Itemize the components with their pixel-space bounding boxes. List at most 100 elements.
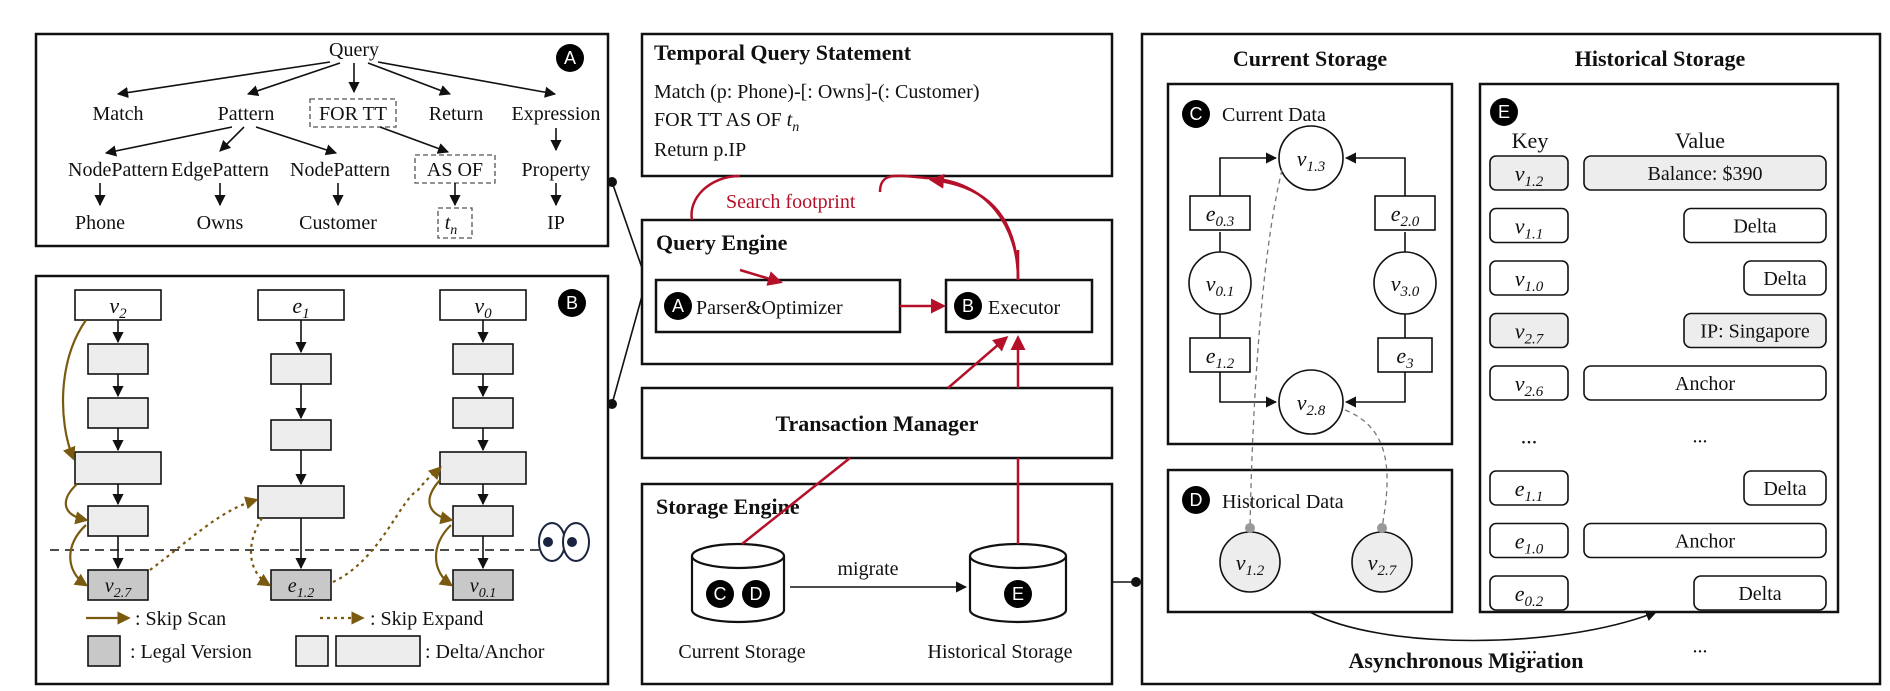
storage-engine: Storage Engine C D Current Storage E His… xyxy=(640,482,1114,686)
transaction-manager-title: Transaction Manager xyxy=(775,411,978,436)
col1-version xyxy=(87,505,149,537)
tree-tn: tn xyxy=(445,212,458,238)
tn-highlight xyxy=(437,207,473,239)
pointer-dot xyxy=(1245,523,1255,533)
table-value-label: ... xyxy=(1693,426,1708,448)
query-engine-title: Query Engine xyxy=(656,230,788,255)
col2-version xyxy=(270,419,332,451)
statement-line-return: Return p.IP xyxy=(654,139,746,161)
historical-badge-e xyxy=(1004,580,1032,608)
tree-pattern: Pattern xyxy=(218,103,275,125)
table-value-label: Anchor xyxy=(1675,373,1735,395)
panel-b-badge xyxy=(558,289,586,317)
pointer-v28-to-v27 xyxy=(1344,409,1388,529)
historical-data-badge xyxy=(1182,486,1210,514)
right-storage-panel: Current Storage Historical Storage C Cur… xyxy=(1140,32,1882,686)
current-badge-d xyxy=(742,580,770,608)
executor-badge-label: B xyxy=(962,296,974,316)
search-footprint-curve xyxy=(690,174,741,221)
current-storage-to-txn-line xyxy=(741,457,851,545)
table-key-label: ... xyxy=(1521,424,1538,449)
edge-e12-label: e1.2 xyxy=(1206,343,1235,372)
col1-version xyxy=(87,343,149,375)
legend-anchor-swatch xyxy=(335,635,421,667)
col3-legal-version xyxy=(452,569,514,601)
historical-table-badge-label: E xyxy=(1498,102,1510,122)
table-key-cell xyxy=(1489,575,1569,611)
table-key-label: v2.7 xyxy=(1515,319,1545,348)
table-key-cell xyxy=(1489,260,1569,296)
col2-legal-version xyxy=(270,569,332,601)
legend-skip-expand: : Skip Expand xyxy=(370,608,483,630)
table-value-label: Delta xyxy=(1763,478,1806,500)
table-value-cell xyxy=(1683,312,1827,349)
col1-legal-version xyxy=(87,569,149,601)
tree-match: Match xyxy=(92,103,143,125)
execution-flow xyxy=(690,173,1026,545)
node-v01 xyxy=(1188,251,1252,315)
async-migration-arrow xyxy=(1309,610,1658,642)
tree-return: Return xyxy=(429,103,483,125)
tree-ip: IP xyxy=(547,212,565,234)
col1-head-label: v2 xyxy=(109,293,127,322)
table-value-label: Anchor xyxy=(1675,531,1735,553)
col3-version xyxy=(452,397,514,429)
edge-e3-label: e3 xyxy=(1396,343,1413,372)
table-key-label: v2.6 xyxy=(1515,371,1544,400)
tree-node-pattern-1: NodePattern xyxy=(68,159,168,181)
table-value-cell xyxy=(1583,522,1827,559)
table-key-label: ... xyxy=(1521,634,1538,659)
table-value-label: Delta xyxy=(1733,216,1776,238)
historical-data-frame xyxy=(1166,468,1454,614)
current-badge-d-label: D xyxy=(750,584,763,604)
col3-anchor xyxy=(439,451,527,485)
search-footprint-label: Search footprint xyxy=(726,191,856,213)
historical-data-badge-label: D xyxy=(1190,490,1203,510)
skip-scan-arrow xyxy=(435,524,454,587)
node-v30-label: v3.0 xyxy=(1391,271,1420,300)
table-value-label: Delta xyxy=(1738,583,1781,605)
footprint-to-parser-arrow xyxy=(739,268,783,286)
hist-node-v27-label: v2.7 xyxy=(1368,550,1398,579)
tree-edge-pattern: EdgePattern xyxy=(171,159,269,181)
legend-legal-swatch xyxy=(87,635,121,667)
node-v28 xyxy=(1278,369,1344,435)
current-storage-label: Current Storage xyxy=(678,641,805,663)
txn-to-executor-arrow xyxy=(947,336,1009,389)
table-key-label: e0.2 xyxy=(1515,581,1544,610)
tree-as-of: AS OF xyxy=(427,159,483,181)
transaction-manager-frame xyxy=(640,386,1114,460)
legend-delta-anchor: : Delta/Anchor xyxy=(425,641,545,663)
table-value-cell xyxy=(1583,155,1827,191)
col3-head xyxy=(439,289,527,321)
table-value-label: IP: Singapore xyxy=(1700,321,1810,343)
current-data-badge-label: C xyxy=(1190,104,1203,124)
table-value-cell xyxy=(1693,575,1827,611)
col3-legal-label: v0.1 xyxy=(470,575,496,601)
hist-node-v12 xyxy=(1219,531,1281,593)
tree-phone: Phone xyxy=(75,212,125,234)
table-key-label: e1.1 xyxy=(1515,476,1544,505)
table-key-label: e1.0 xyxy=(1515,529,1544,558)
current-data-badge xyxy=(1182,100,1210,128)
skip-scan-arrow xyxy=(61,319,87,461)
edge-e03-label: e0.3 xyxy=(1206,201,1235,230)
legend-legal-version: : Legal Version xyxy=(130,641,252,663)
tree-root-query: Query xyxy=(329,39,379,61)
tree-expression: Expression xyxy=(512,103,601,125)
current-storage-heading: Current Storage xyxy=(1233,46,1387,71)
query-engine: Query Engine A Parser&Optimizer B Execut… xyxy=(640,218,1114,366)
skip-scan-arrow xyxy=(64,483,89,525)
hist-node-v12-label: v1.2 xyxy=(1236,550,1265,579)
panel-a-badge-label: A xyxy=(564,48,576,68)
table-key-cell xyxy=(1489,522,1569,559)
col3-version xyxy=(452,343,514,375)
table-key-cell xyxy=(1489,155,1569,191)
node-v13 xyxy=(1278,125,1344,191)
col1-anchor xyxy=(74,451,162,485)
col3-version xyxy=(452,505,514,537)
node-v28-label: v2.8 xyxy=(1297,390,1326,419)
